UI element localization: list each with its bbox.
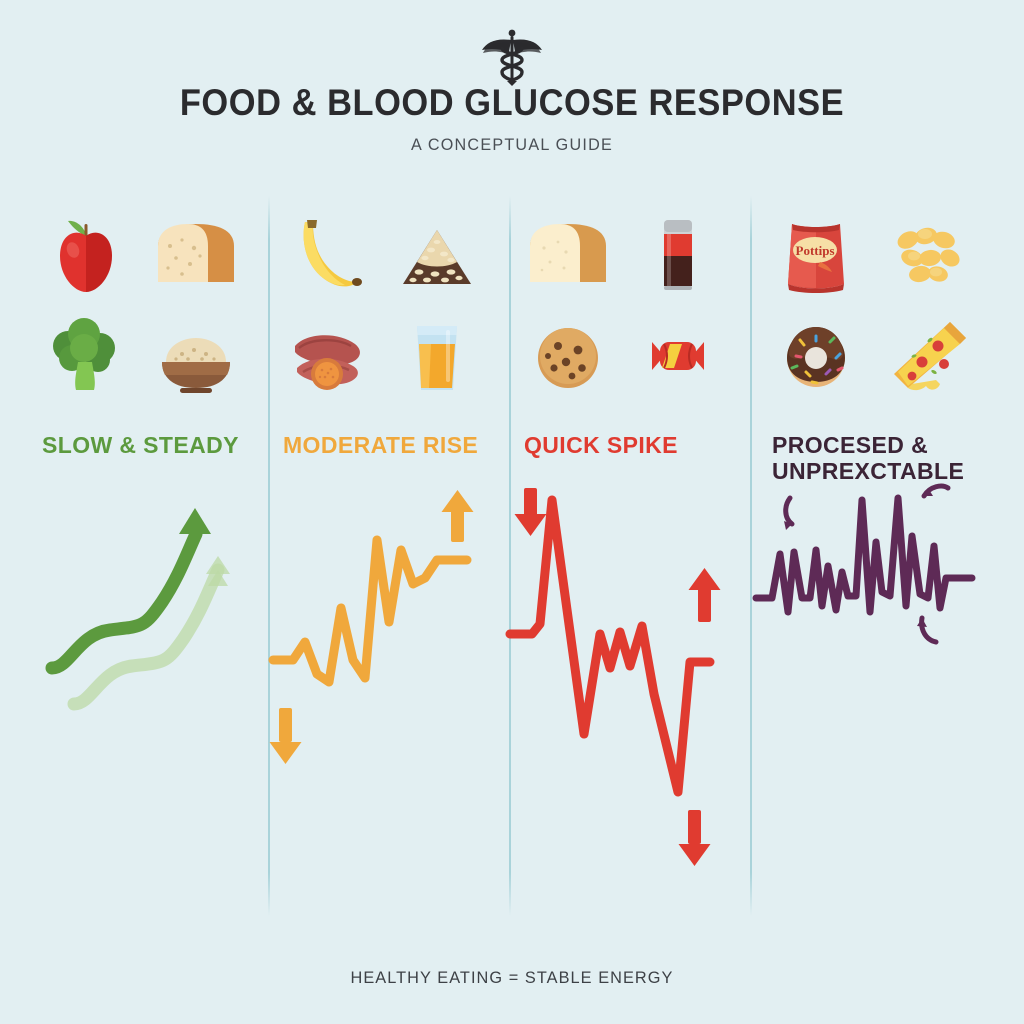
pizza-slice-icon (878, 312, 974, 398)
chips-bag-icon: Pottips (768, 212, 864, 298)
apple-icon (38, 212, 134, 298)
column-slow-steady: SLOW & STEADY (20, 196, 276, 956)
column-label-slow-steady: SLOW & STEADY (42, 432, 239, 458)
oats-pile-icon (389, 212, 485, 298)
broccoli-icon (38, 312, 134, 398)
page-title: FOOD & BLOOD GLUCOSE RESPONSE (179, 82, 845, 123)
banana-icon (279, 212, 375, 298)
food-group-moderate-rise (261, 208, 517, 408)
arrow-down (269, 708, 302, 764)
curve-moderate-rise (261, 482, 517, 942)
column-divider (750, 196, 752, 916)
soda-can-icon (630, 212, 726, 298)
curved-arrow-head (924, 488, 933, 496)
rice-bowl-icon (148, 312, 244, 398)
column-label-processed-line1: PROCESED & (772, 432, 929, 458)
curve-slow-steady (20, 482, 276, 942)
curve-processed-unpredictable (750, 482, 1006, 942)
food-group-quick-spike (502, 208, 758, 408)
arrow-up (441, 490, 474, 542)
orange-juice-glass-icon (389, 312, 485, 398)
food-group-processed: Pottips (750, 208, 1006, 408)
page-subtitle: A CONCEPTUAL GUIDE (410, 135, 614, 154)
chips-brand-label: Pottips (796, 243, 835, 258)
white-bread-icon (520, 212, 616, 298)
curved-arrow-head (784, 521, 792, 530)
caduceus-icon (478, 28, 546, 88)
column-divider (509, 196, 511, 916)
column-divider (268, 196, 270, 916)
potato-chips-icon (878, 212, 974, 298)
sweet-potato-icon (279, 312, 375, 398)
wrapped-candy-icon (630, 312, 726, 398)
column-moderate-rise: MODERATE RISE (261, 196, 517, 956)
footer-text: HEALTHY EATING = STABLE ENERGY (350, 968, 674, 987)
food-group-slow-steady (20, 208, 276, 408)
column-quick-spike: QUICK SPIKE (502, 196, 758, 956)
curve-quick-spike (502, 482, 758, 942)
column-label-processed: PROCESED & UNPREXCTABLE (750, 432, 1006, 484)
whole-grain-bread-icon (148, 212, 244, 298)
column-label-moderate-rise: MODERATE RISE (283, 432, 479, 458)
curved-arrow-head (917, 618, 927, 627)
arrow-down-left (514, 488, 547, 536)
arrow-down-right (678, 810, 711, 866)
arrow-up-right (688, 568, 721, 622)
curved-arrow (783, 495, 795, 527)
column-label-quick-spike: QUICK SPIKE (524, 432, 678, 458)
donut-icon (768, 312, 864, 398)
column-label-processed-line2: UNPREXCTABLE (772, 458, 965, 485)
column-processed-unpredictable: Pottips (750, 196, 1006, 956)
cookie-icon (520, 312, 616, 398)
